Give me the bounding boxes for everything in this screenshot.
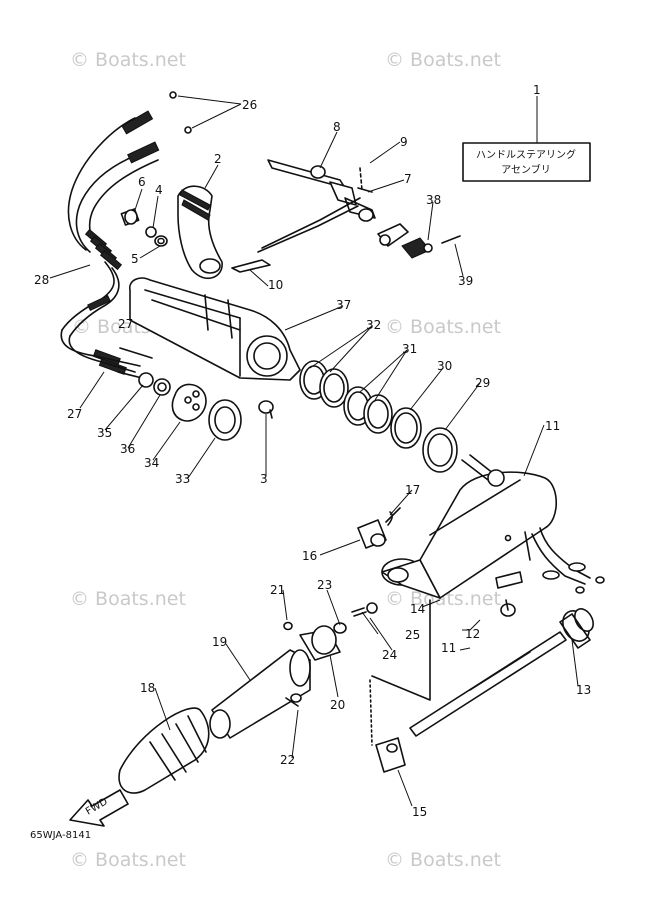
cable-clip: [369, 599, 431, 773]
callout-17: 17: [405, 483, 420, 497]
throttle-stop: [357, 507, 401, 549]
callout-11b: 11: [441, 641, 456, 655]
callout-2: 2: [214, 152, 222, 166]
callout-21: 21: [270, 583, 285, 597]
callout-25: 25: [405, 628, 420, 642]
callout-29: 29: [475, 376, 490, 390]
callout-8: 8: [333, 120, 341, 134]
callout-4: 4: [155, 183, 163, 197]
callout-30: 30: [437, 359, 452, 373]
callout-5: 5: [131, 252, 139, 266]
callout-6: 6: [138, 175, 146, 189]
bushing: [208, 399, 242, 441]
callout-36: 36: [120, 442, 135, 456]
lever-assembly: [257, 159, 376, 253]
callout-10: 10: [268, 278, 283, 292]
callout-14: 14: [410, 602, 425, 616]
bolt-washer-nut-set: [120, 208, 168, 247]
watermark: © Boats.net: [70, 849, 186, 871]
callout-34: 34: [144, 456, 159, 470]
bolt: [258, 400, 274, 419]
callout-3: 3: [260, 472, 268, 486]
washer-stack: [299, 360, 458, 473]
steering-arm: [381, 454, 605, 599]
callout-27b: 27: [118, 317, 133, 331]
watermark: © Boats.net: [385, 316, 501, 338]
callout-28: 28: [34, 273, 49, 287]
callout-1: 1: [533, 83, 541, 97]
callout-37: 37: [336, 298, 351, 312]
callout-11: 11: [545, 419, 560, 433]
steering-handle: [177, 185, 223, 280]
callout-38: 38: [426, 193, 441, 207]
callout-26: 26: [242, 98, 257, 112]
fwd-arrow: FWD: [69, 789, 129, 827]
screws-springs: [283, 602, 378, 707]
callout-15: 15: [412, 805, 427, 819]
plate: [231, 259, 271, 273]
callout-7: 7: [404, 172, 412, 186]
callout-39: 39: [458, 274, 473, 288]
watermark: © Boats.net: [70, 588, 186, 610]
watermark: © Boats.net: [385, 49, 501, 71]
title-box: ハンドルステアリング アセンブリ: [462, 142, 591, 182]
leader-lines: [49, 95, 579, 807]
title-box-frame: [462, 142, 591, 182]
diagram-code: 65WJA-8141: [30, 830, 91, 841]
callout-24: 24: [382, 648, 397, 662]
callout-27: 27: [67, 407, 82, 421]
washer-nut-plate: [138, 372, 207, 422]
watermark: © Boats.net: [385, 849, 501, 871]
clip-assembly: [377, 223, 461, 259]
callout-23: 23: [317, 578, 332, 592]
friction-bolt: [500, 599, 516, 617]
callout-20: 20: [330, 698, 345, 712]
callout-labels: 1 2 3 4 5 6 7 8 9 10 11 11 12 13 14 15 1…: [34, 83, 591, 819]
callout-22: 22: [280, 753, 295, 767]
callout-33: 33: [175, 472, 190, 486]
callout-16: 16: [302, 549, 317, 563]
callout-32: 32: [366, 318, 381, 332]
watermark: © Boats.net: [70, 49, 186, 71]
throttle-grip: [118, 622, 347, 794]
throttle-shaft: [409, 608, 594, 737]
callout-9: 9: [400, 135, 408, 149]
callout-19: 19: [212, 635, 227, 649]
watermark-group: © Boats.net © Boats.net © Boats.net © Bo…: [70, 49, 501, 871]
callout-35: 35: [97, 426, 112, 440]
callout-18: 18: [140, 681, 155, 695]
callout-12: 12: [465, 627, 480, 641]
callout-31: 31: [402, 342, 417, 356]
bracket-housing: [129, 277, 301, 381]
throttle-shift-cables: [60, 91, 192, 381]
watermark: © Boats.net: [385, 588, 501, 610]
title-box-line1: ハンドルステアリング: [476, 148, 576, 161]
title-box-line2: アセンブリ: [501, 163, 551, 176]
callout-13: 13: [576, 683, 591, 697]
